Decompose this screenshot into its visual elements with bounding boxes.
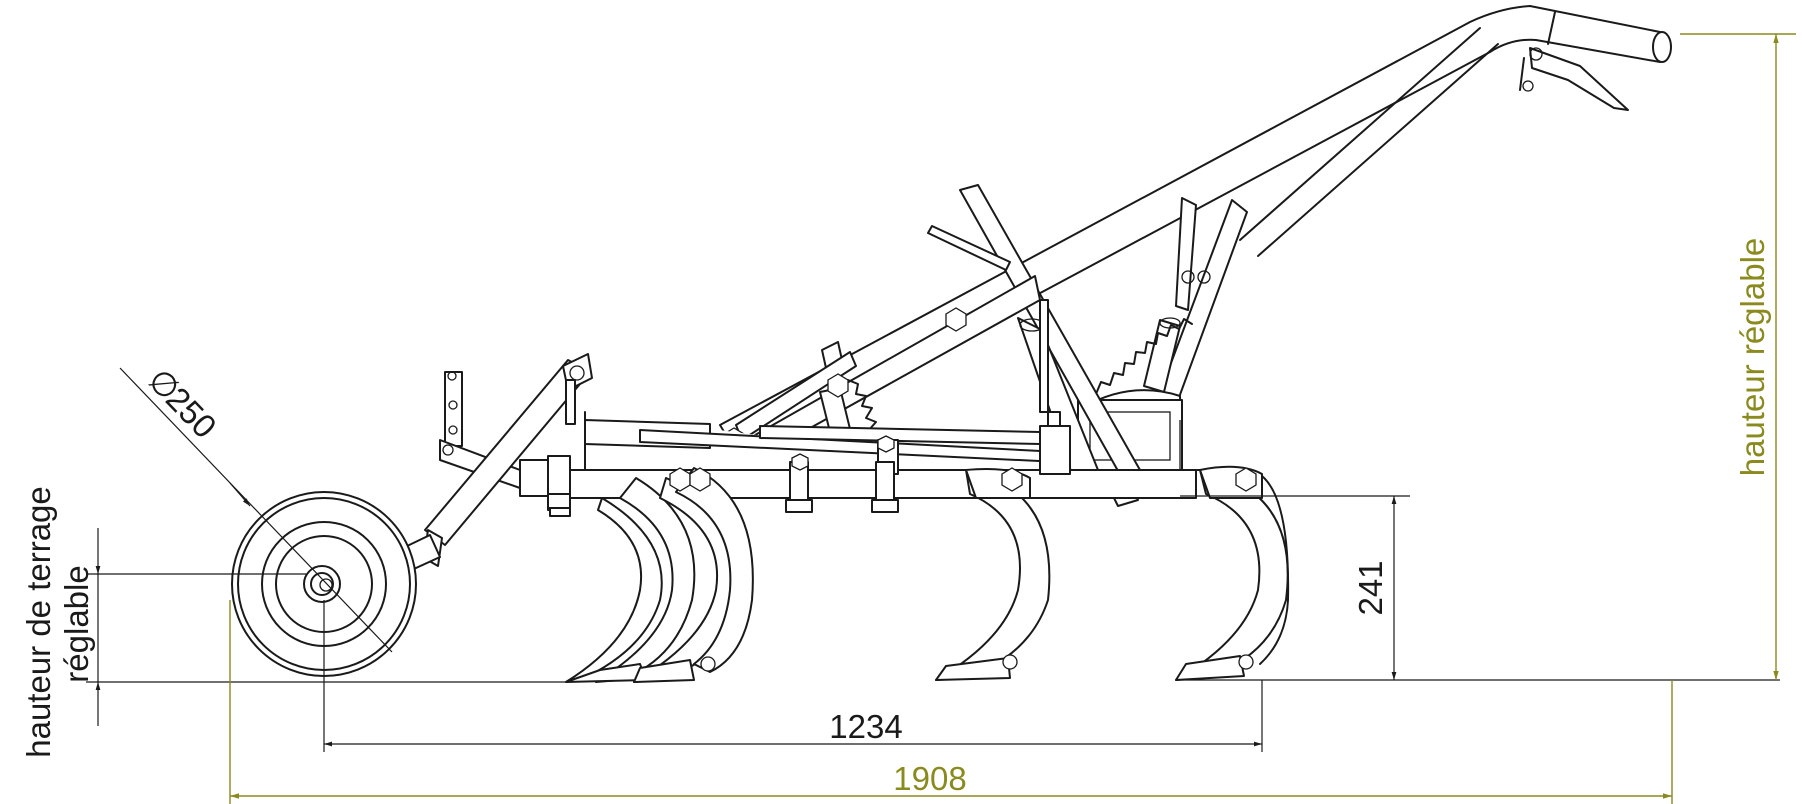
tine-2 xyxy=(633,467,754,683)
dimension-tine-depth-value: 241 xyxy=(1352,560,1389,615)
handle-lever xyxy=(1519,47,1629,111)
tine-1 xyxy=(565,477,696,683)
tine-3 xyxy=(935,467,1051,681)
dimension-wheel-to-tine-value: 1234 xyxy=(829,708,902,745)
dimension-overall-length: 1908 xyxy=(229,600,1673,804)
wheel-height-label-line2: réglable xyxy=(58,565,95,682)
main-frame xyxy=(561,299,1219,499)
handle-height-label: hauteur réglable xyxy=(1734,238,1771,477)
front-wheel xyxy=(231,491,417,677)
tine-4 xyxy=(1175,465,1290,681)
wheel-height-label-line1: hauteur de terrage xyxy=(20,486,57,758)
dimension-handle-height: hauteur réglable xyxy=(1680,33,1796,680)
dimension-wheel-to-tine: 1234 xyxy=(323,600,1263,752)
frame-clamps xyxy=(547,435,899,513)
dimension-wheel-height: hauteur de terrage réglable xyxy=(20,486,306,758)
dimension-tine-depth: 241 xyxy=(1180,495,1410,680)
ground-line xyxy=(86,679,1780,683)
diagonal-struts xyxy=(927,184,1141,507)
dimension-overall-length-value: 1908 xyxy=(893,760,966,797)
